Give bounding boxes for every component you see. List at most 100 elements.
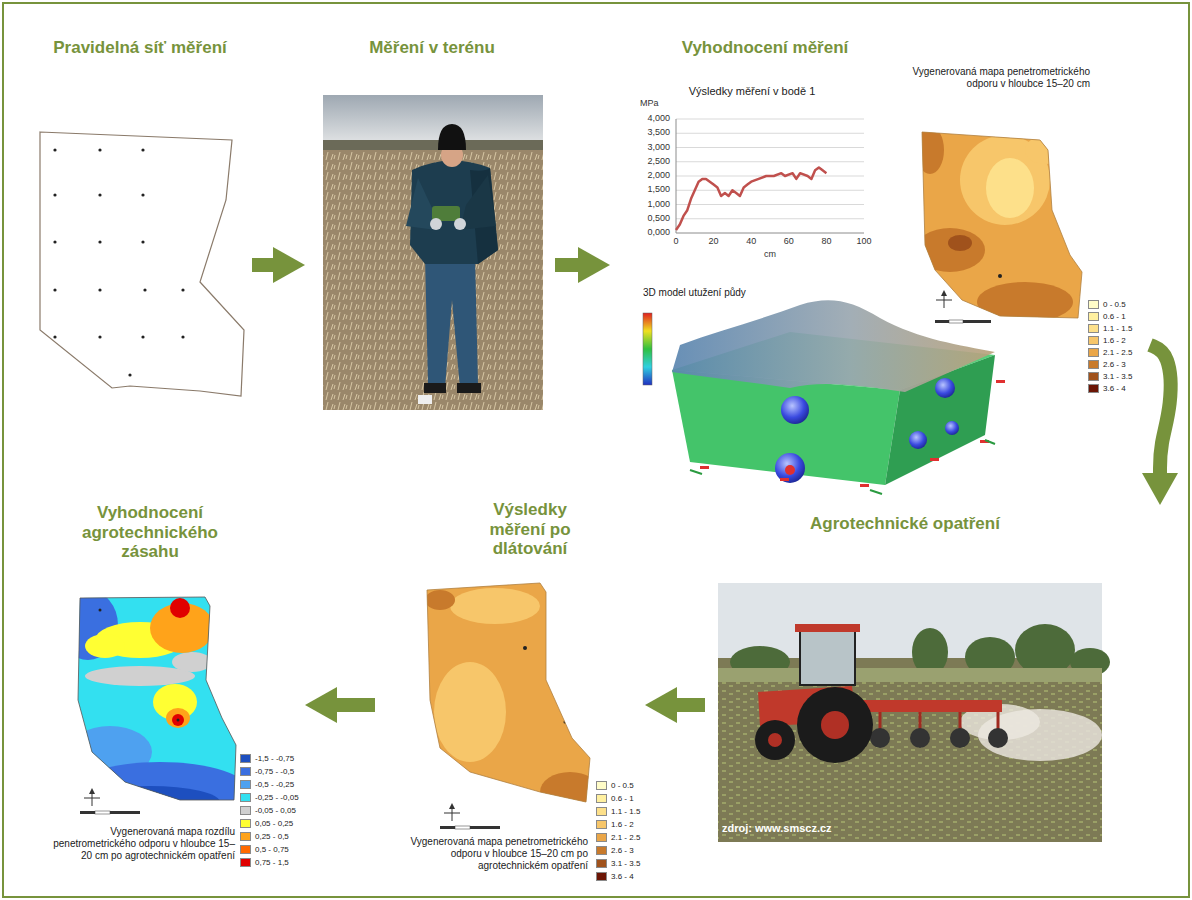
legend-text: 0 - 0.5: [1103, 300, 1126, 309]
legend-text: 1.6 - 2: [611, 820, 634, 829]
map-caption: Vygenerovaná mapa rozdílu penetrometrick…: [47, 826, 235, 862]
legend-swatch: [240, 793, 251, 802]
legend-item: -1,5 - -0,75: [240, 752, 294, 764]
axis-tick: 60: [774, 236, 804, 246]
measurement-grid: [141, 193, 144, 196]
field-photo: [454, 218, 466, 230]
axis-unit: cm: [755, 249, 785, 259]
field-photo: [425, 255, 478, 388]
legend-item: 3.6 - 4: [1088, 382, 1126, 394]
page-frame: [3, 3, 1189, 897]
resistance-map-after: [523, 646, 527, 650]
legend-text: 3.1 - 3.5: [1103, 372, 1132, 381]
legend-text: 0,75 - 1,5: [255, 858, 289, 867]
legend-item: 0.6 - 1: [596, 792, 634, 804]
difference-map: [89, 788, 95, 794]
resistance-map: [941, 290, 947, 296]
resistance-map-after: [420, 580, 600, 812]
soil-3d-model: [775, 453, 805, 483]
measurement-grid: [53, 288, 56, 291]
legend-swatch: [596, 833, 607, 842]
tractor-photo: [755, 720, 795, 760]
resistance-map: [963, 320, 991, 323]
map-caption: Vygenerovaná mapa penetrometrického odpo…: [905, 66, 1090, 90]
legend-text: -0,05 - 0,05: [255, 806, 296, 815]
panel-heading: Výsledky měření po dlátování: [470, 500, 590, 559]
soil-3d-model: [945, 421, 959, 435]
tractor-photo: [910, 728, 930, 748]
field-photo: [323, 95, 543, 145]
legend-swatch: [240, 754, 251, 763]
resistance-map: [977, 282, 1073, 322]
soil-3d-model: [690, 470, 702, 474]
flow-arrow: [677, 698, 705, 712]
legend-swatch: [1088, 300, 1099, 309]
soil-3d-model: [985, 440, 995, 444]
legend-text: 3.6 - 4: [1103, 384, 1126, 393]
soil-3d-model: [935, 378, 955, 398]
panel-heading: Pravidelná síť měření: [30, 38, 250, 58]
tractor-photo: [768, 733, 782, 747]
axis-tick: 4,000: [634, 113, 670, 123]
legend-swatch: [1088, 360, 1099, 369]
legend-text: 0,5 - 0,75: [255, 845, 289, 854]
tractor-photo: [718, 583, 1110, 842]
soil-3d-model: [690, 440, 995, 494]
field-photo: [438, 124, 466, 150]
tractor-photo: [718, 583, 1102, 842]
legend-item: -0,75 - -0,5: [240, 765, 294, 777]
field-photo: [323, 95, 543, 145]
axis-tick: 40: [736, 236, 766, 246]
tractor-photo: [950, 728, 970, 748]
measurement-grid: [53, 240, 56, 243]
soil-3d-model: [781, 396, 809, 424]
legend-item: -0,25 - -0,05: [240, 791, 299, 803]
legend-swatch: [1088, 312, 1099, 321]
difference-map: [85, 634, 125, 658]
panel-heading: Měření v terénu: [332, 38, 532, 58]
penetration-chart: [676, 119, 864, 233]
difference-map: [58, 590, 250, 822]
axis-unit: MPa: [640, 98, 670, 108]
penetration-chart: [676, 168, 826, 231]
legend-item: 1.1 - 1.5: [1088, 322, 1132, 334]
legend-swatch: [596, 781, 607, 790]
legend-swatch: [240, 767, 251, 776]
measurement-grid: [143, 288, 146, 291]
resistance-map: [936, 300, 952, 301]
legend-text: 2.6 - 3: [1103, 360, 1126, 369]
legend-swatch: [596, 872, 607, 881]
field-photo: [323, 140, 543, 150]
legend-item: 0 - 0.5: [1088, 298, 1126, 310]
measurement-grid: [98, 335, 101, 338]
measurement-grid: [40, 132, 244, 396]
measurement-grid: [128, 373, 131, 376]
measurement-grid: [40, 132, 244, 396]
resistance-map-after: [427, 583, 590, 802]
resistance-map-after: [425, 590, 455, 610]
soil-3d-model: [870, 490, 882, 494]
difference-map: [99, 609, 102, 612]
axis-tick: 1,500: [634, 184, 670, 194]
legend-item: 2.1 - 2.5: [596, 831, 640, 843]
measurement-grid: [53, 193, 56, 196]
penetration-chart: [676, 133, 864, 134]
resistance-map: [948, 235, 972, 251]
difference-map: [78, 597, 236, 800]
legend-item: 1.6 - 2: [1088, 334, 1126, 346]
difference-map: [172, 652, 212, 672]
legend-item: 1.1 - 1.5: [596, 805, 640, 817]
soil-3d-model: [700, 466, 709, 469]
legend-swatch: [1088, 324, 1099, 333]
legend-swatch: [1088, 348, 1099, 357]
penetration-chart: [676, 119, 864, 219]
tractor-photo: [880, 712, 998, 732]
measurement-grid: [98, 148, 101, 151]
panel-heading: Agrotechnické opatření: [795, 514, 1015, 534]
resistance-map-after: [434, 662, 506, 762]
measurement-grid: [181, 288, 184, 291]
legend-text: -0,25 - -0,05: [255, 793, 299, 802]
penetration-chart: [676, 204, 864, 205]
